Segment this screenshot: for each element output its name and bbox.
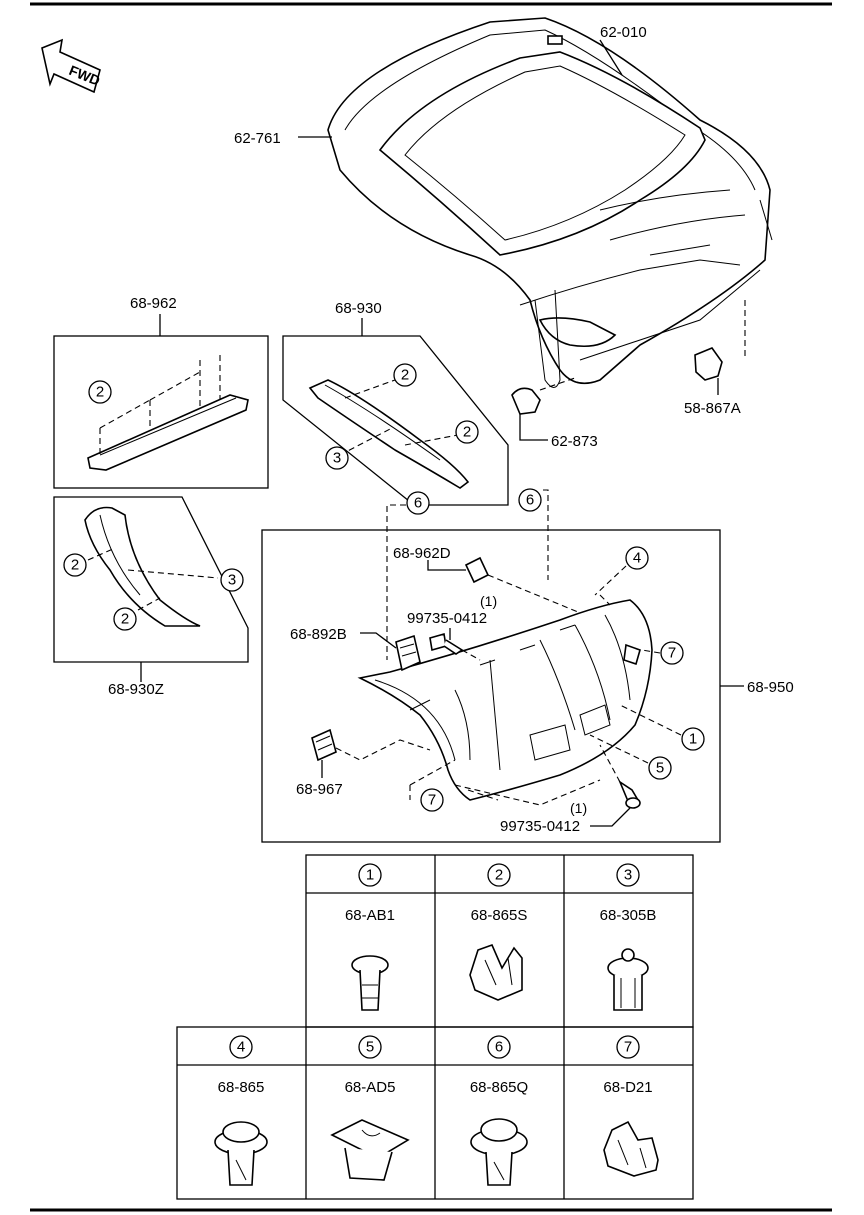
- cap-lower-drawing: [311, 728, 431, 762]
- fastener-cell-68-865: 4 68-865: [214, 1035, 268, 1186]
- circle-ref: [648, 756, 672, 780]
- callout-62-761: 62-761: [234, 130, 281, 147]
- callout-58-867a: 58-867A: [684, 400, 741, 417]
- circle-ref: [518, 488, 542, 512]
- fwd-arrow-icon: FWD: [41, 38, 102, 94]
- fastener-part: 68-D21: [603, 1079, 652, 1096]
- callout-68-967: 68-967: [296, 781, 343, 798]
- clip-68-ab1-icon: [351, 955, 389, 1011]
- screw-upper-drawing: [429, 632, 481, 661]
- box-68-962: [53, 335, 269, 489]
- circle-ref-label: 2: [401, 367, 409, 384]
- callout-68-892b: 68-892B: [290, 626, 347, 643]
- callout-68-930: 68-930: [335, 300, 382, 317]
- callout-99735-0412-upper: 99735-0412: [407, 610, 487, 627]
- circle-ref-label: 2: [121, 611, 129, 628]
- circle-ref-label: 2: [96, 384, 104, 401]
- circle-ref: [393, 363, 417, 387]
- circle-ref-label: 4: [633, 550, 641, 567]
- fastener-ref: 6: [495, 1039, 503, 1056]
- bumper-stopper-drawing: [511, 377, 576, 441]
- circle-ref: [455, 420, 479, 444]
- clip-68-d21-icon: [603, 1120, 659, 1177]
- circle-ref-label: 3: [333, 450, 341, 467]
- fastener-cell-68-ab1: 1 68-AB1: [345, 863, 395, 1011]
- circle-ref-label: 2: [463, 424, 471, 441]
- fastener-ref: 2: [495, 867, 503, 884]
- fastener-part: 68-865: [218, 1079, 265, 1096]
- cap-upper-drawing: [464, 556, 579, 613]
- fastener-ref: 3: [624, 867, 632, 884]
- circle-ref: [325, 446, 349, 470]
- fastener-part: 68-AD5: [345, 1079, 396, 1096]
- box-68-930: [282, 335, 509, 506]
- screw-upper-qty: (1): [480, 593, 497, 609]
- fastener-table: [176, 854, 694, 1200]
- fastener-cell-68-865s: 2 68-865S: [469, 863, 528, 1001]
- circle-ref: [88, 380, 112, 404]
- fastener-ref: 1: [366, 867, 374, 884]
- callout-99735-0412-lower: 99735-0412: [500, 818, 580, 835]
- circle-ref-label: 2: [71, 557, 79, 574]
- garnish-left-drawing: [87, 355, 249, 471]
- circle-ref: [625, 546, 649, 570]
- fastener-part: 68-865Q: [470, 1079, 528, 1096]
- callout-68-950: 68-950: [747, 679, 794, 696]
- trim-left-side-drawing: [84, 506, 219, 627]
- circle-ref-label: 3: [228, 572, 236, 589]
- fastener-cell-68-305b: 3 68-305B: [600, 863, 657, 1011]
- clip-68-865q-icon: [470, 1118, 528, 1186]
- callout-62-010: 62-010: [600, 24, 647, 41]
- garnish-right-drawing: [308, 379, 470, 489]
- fastener-ref: 7: [624, 1039, 632, 1056]
- circle-ref: [660, 641, 684, 665]
- callout-68-930z: 68-930Z: [108, 681, 164, 698]
- screw-lower-qty: (1): [570, 800, 587, 816]
- clip-68-865-icon: [214, 1121, 268, 1186]
- callout-68-962d: 68-962D: [393, 545, 451, 562]
- fastener-part: 68-AB1: [345, 907, 395, 924]
- circle-ref: [63, 553, 87, 577]
- fastener-ref: 5: [366, 1039, 374, 1056]
- circle-ref: [420, 788, 444, 812]
- fastener-cell-68-d21: 7 68-D21: [603, 1035, 659, 1177]
- circle-ref-label: 6: [414, 495, 422, 512]
- clip-68-305b-icon: [607, 948, 649, 1011]
- fastener-ref: 4: [237, 1039, 245, 1056]
- liftgate-drawing: [327, 17, 773, 388]
- clip-68-ad5-icon: [330, 1119, 410, 1181]
- circle-ref-label: 7: [668, 645, 676, 662]
- fastener-cell-68-ad5: 5 68-AD5: [330, 1035, 410, 1181]
- clip-68-865s-icon: [469, 943, 523, 1001]
- circle-ref: [681, 727, 705, 751]
- circle-ref-label: 5: [656, 760, 664, 777]
- screw-lower-drawing: [599, 744, 641, 809]
- fastener-cell-68-865q: 6 68-865Q: [470, 1035, 528, 1186]
- liftgate-trim-drawing: [357, 599, 653, 801]
- fastener-part: 68-305B: [600, 907, 657, 924]
- circle-ref-label: 7: [428, 792, 436, 809]
- box-68-930z: [53, 496, 249, 663]
- circle-ref-label: 1: [689, 731, 697, 748]
- callout-68-962: 68-962: [130, 295, 177, 312]
- circle-ref: [406, 491, 430, 515]
- callout-62-873: 62-873: [551, 433, 598, 450]
- fastener-part: 68-865S: [471, 907, 528, 924]
- circle-ref: [113, 607, 137, 631]
- stop-bracket-drawing: [694, 300, 746, 395]
- circle-ref-label: 6: [526, 492, 534, 509]
- cap-side-drawing: [395, 634, 421, 672]
- circle-ref: [220, 568, 244, 592]
